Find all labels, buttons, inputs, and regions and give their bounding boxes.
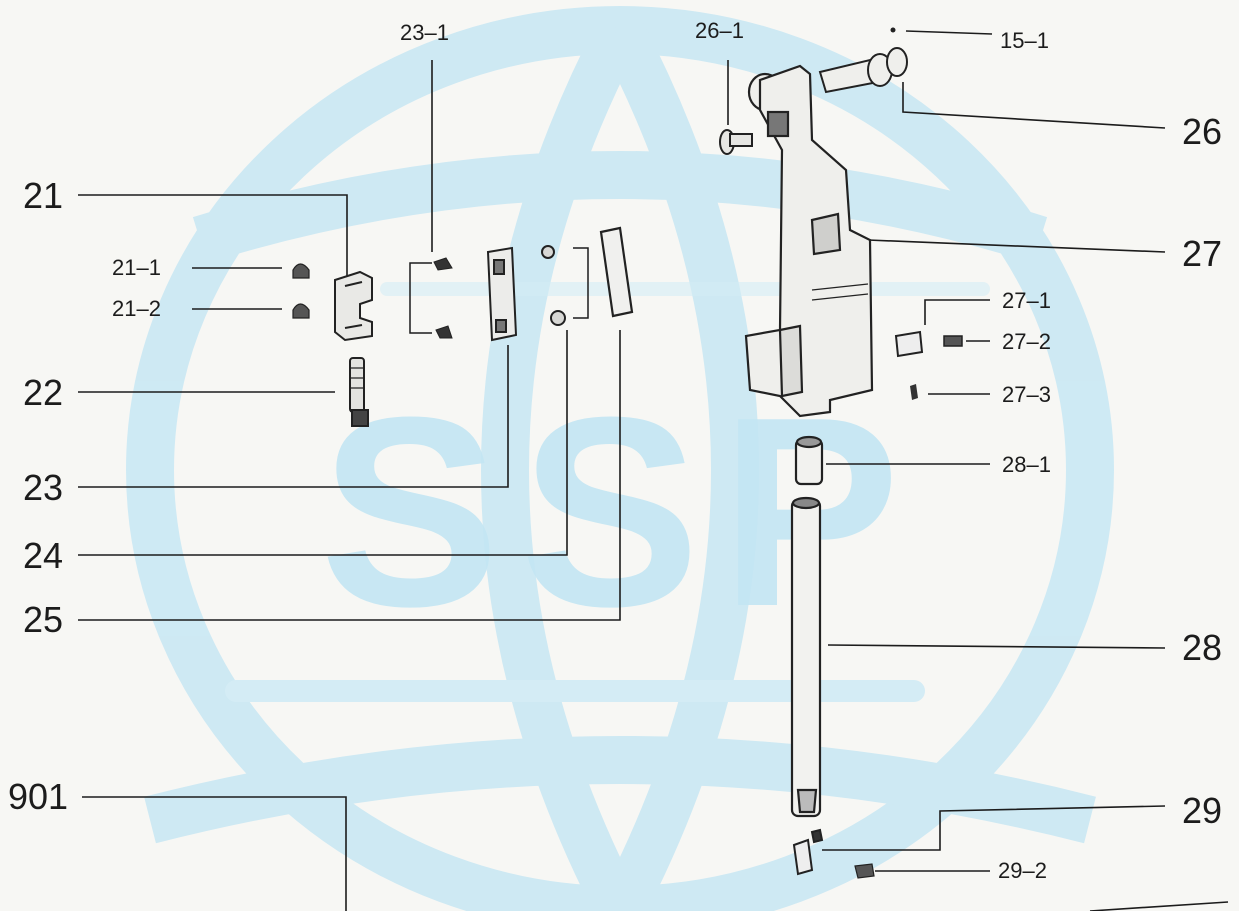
bracket-23-1 (409, 262, 432, 334)
label-28-1: 28–1 (1002, 452, 1051, 477)
part-22-screw (349, 357, 369, 427)
part-26-1-screw (719, 129, 753, 155)
label-29-2: 29–2 (998, 858, 1047, 883)
part-29-guide (792, 828, 824, 876)
label-15-1: 15–1 (1000, 28, 1049, 53)
part-26-shaft (818, 47, 908, 94)
leader-lines (78, 30, 1229, 911)
watermark-globe (126, 6, 1114, 911)
part-21-1-screw (292, 263, 310, 279)
label-27-1: 27–1 (1002, 288, 1051, 313)
label-29: 29 (1182, 790, 1223, 831)
bracket-24 (573, 247, 589, 319)
label-21: 21 (23, 175, 64, 216)
label-22: 22 (23, 372, 64, 413)
label-26: 26 (1182, 111, 1223, 152)
label-901: 901 (8, 776, 69, 817)
part-24-nuts (541, 245, 566, 326)
part-23-1-screws (433, 257, 453, 339)
label-21-1: 21–1 (112, 255, 161, 280)
label-25: 25 (23, 599, 64, 640)
label-23-1: 23–1 (400, 20, 449, 45)
part-27-1-screw (894, 330, 924, 358)
part-28-presser-bar (790, 496, 822, 818)
part-27-3-screw (910, 384, 918, 400)
part-28-1-bushing (794, 435, 824, 486)
label-28: 28 (1182, 627, 1223, 668)
label-27-2: 27–2 (1002, 329, 1051, 354)
label-27: 27 (1182, 233, 1223, 274)
part-21-2-screw (292, 303, 310, 319)
part-25-plate (599, 226, 634, 318)
label-26-1: 26–1 (695, 18, 744, 43)
label-23: 23 (23, 467, 64, 508)
label-27-3: 27–3 (1002, 382, 1051, 407)
label-24: 24 (23, 535, 64, 576)
part-23-plate (486, 246, 518, 342)
part-27-2-nut (943, 335, 963, 347)
part-21-presser-foot (334, 270, 373, 342)
label-21-2: 21–2 (112, 296, 161, 321)
part-29-2-screw (854, 863, 875, 879)
part-15-1-pin (890, 27, 896, 33)
part-27-bar-holder (744, 64, 874, 418)
